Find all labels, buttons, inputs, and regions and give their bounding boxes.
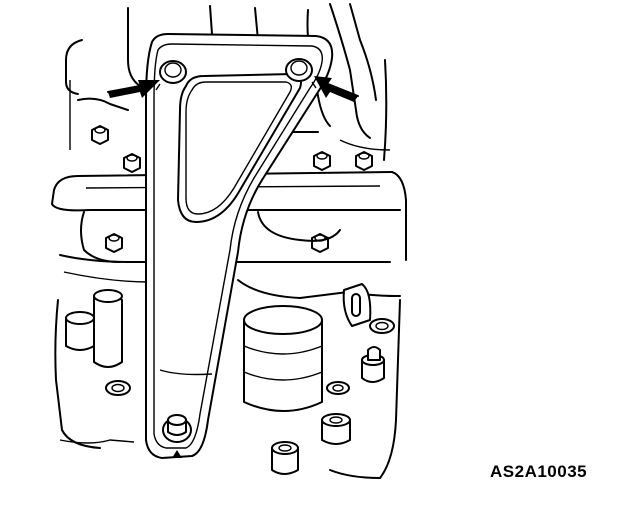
oil-filter-band-1 <box>243 345 323 355</box>
washer-mid <box>326 381 350 395</box>
dipstick-tube <box>93 291 123 368</box>
oil-filter-top <box>243 305 323 335</box>
bracket-window-edge <box>185 81 293 215</box>
right-upper-bolt <box>285 58 313 82</box>
stud-lower-right-top <box>321 413 351 427</box>
manifold-runner-5 <box>349 3 377 101</box>
stud-lower-left-top <box>271 441 299 455</box>
block-mid-line <box>59 254 391 263</box>
stud-right-cap <box>367 346 381 361</box>
washer-mid-hole <box>332 384 344 392</box>
bracket-rib <box>159 369 213 376</box>
left-bolt-arrow <box>107 80 160 98</box>
oil-filter-body <box>243 319 323 412</box>
figure-reference-code: AS2A10035 <box>490 462 588 481</box>
manifold-left-cap <box>65 39 83 95</box>
oil-filter-band-2 <box>243 371 323 381</box>
block-right-wall <box>379 299 401 479</box>
block-left-wall <box>54 299 63 431</box>
washer-right <box>369 318 395 334</box>
stud-lower-left-hole <box>278 444 292 452</box>
block-bottom-right <box>329 469 381 479</box>
index-tick-right <box>311 81 317 89</box>
stud-lower-right-hole <box>329 416 343 424</box>
manifold-bolt <box>311 233 329 253</box>
manifold-bolt <box>313 151 331 171</box>
manifold-outline-left <box>127 7 141 87</box>
right-bolt-arrow <box>314 76 359 102</box>
head-gasket-rail-bottom <box>51 189 401 212</box>
stud-right <box>361 359 385 383</box>
block-left-foot <box>61 429 101 449</box>
slot <box>351 293 361 317</box>
engine-block <box>51 3 407 479</box>
head-gasket-rail-top <box>53 171 393 191</box>
engine-bracket <box>145 33 334 459</box>
block-ridge-mid <box>237 279 349 299</box>
index-tick-left <box>155 83 161 91</box>
washer-left-hole <box>111 383 125 393</box>
bracket-inner-flange <box>153 43 323 449</box>
washer-left <box>105 380 131 396</box>
manifold-bolt <box>105 233 123 253</box>
washer-right-hole <box>375 321 389 331</box>
runner-bottom-left <box>77 97 129 111</box>
stud-lower-left <box>271 447 299 475</box>
manifold-bolt <box>123 153 141 173</box>
manifold-bolt <box>91 125 109 145</box>
block-right-edge <box>391 171 407 261</box>
lower-bolt <box>162 414 192 443</box>
runner-bottom-right <box>339 139 391 151</box>
manifold-right-edge <box>383 59 388 161</box>
manifold-runner-4 <box>329 3 371 139</box>
left-upper-bolt <box>159 60 187 84</box>
bracket-window <box>177 73 302 223</box>
manifold-bolt <box>355 151 373 171</box>
plug-left-top <box>65 311 95 325</box>
dipstick-tube-top <box>93 289 123 303</box>
triangle-mark <box>172 450 182 458</box>
block-ridge-left <box>63 271 151 283</box>
lower-port-mid <box>257 211 341 242</box>
block-bottom-left <box>59 439 135 444</box>
